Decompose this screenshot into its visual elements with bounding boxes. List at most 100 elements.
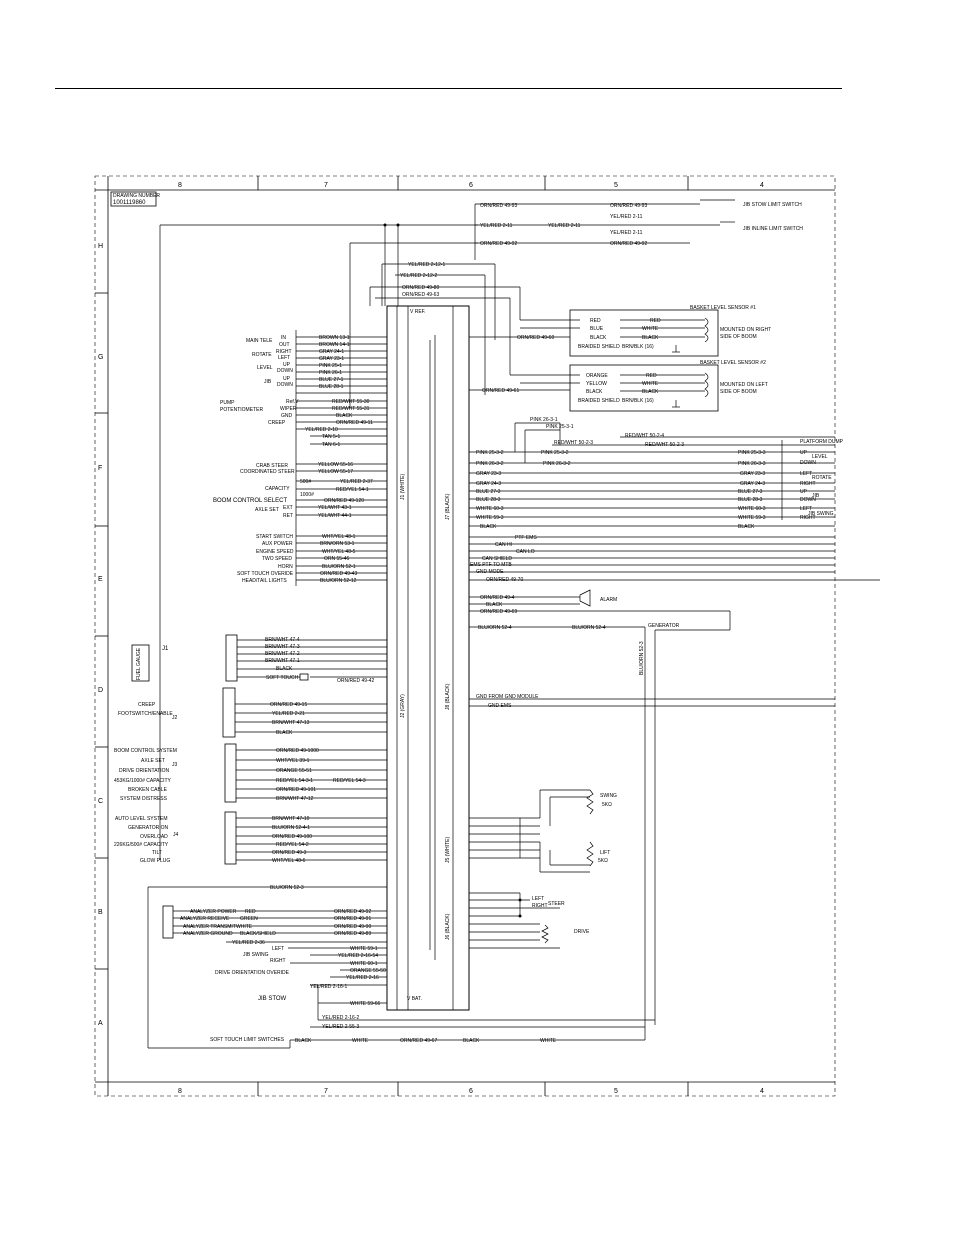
sensor1-mount: MOUNTED ON RIGHT xyxy=(720,327,771,333)
wire-label: WHT/YEL 39-1 xyxy=(276,758,310,764)
j1-group-label: CAPACITY xyxy=(265,486,290,492)
wire-label: PINK 25-3-2 xyxy=(541,450,569,456)
direction-label: RIGHT xyxy=(800,515,816,521)
analyzer-color: GREEN xyxy=(240,916,258,922)
can-label: EMS PTF TO MTB xyxy=(470,562,512,568)
wire-label: RED xyxy=(650,318,661,324)
j1-sub-label: EXT xyxy=(283,505,293,511)
wire-label: WHT/YEL 48-1 xyxy=(322,534,356,540)
j1-sub-label: RET xyxy=(283,513,293,519)
wire-label: YEL/RED 2-55-3 xyxy=(322,1024,359,1030)
row-label: C xyxy=(98,798,103,805)
j7-connector-label: J7 (BLACK) xyxy=(445,493,451,520)
wire-label: YEL/RED 2-11 xyxy=(610,230,643,236)
wire-label: BRN/WHT 47-1 xyxy=(265,658,300,664)
wire-label: ORN/RED 49-90 xyxy=(334,924,371,930)
wire-label: BROWN 13-1 xyxy=(319,335,350,341)
wire-label: WHITE 60-3 xyxy=(476,506,504,512)
wire-label: WHITE 59-66 xyxy=(350,1001,381,1007)
wire-label: TAN 6-1 xyxy=(322,442,340,448)
wire-label: BRN/BLK (16) xyxy=(622,398,654,404)
wire-label: BLUE 27-3 xyxy=(738,489,763,495)
lift-label: LIFT xyxy=(600,850,610,856)
j3-function-label: BROKEN CABLE xyxy=(128,787,168,793)
wire-label: WHITE 59-3 xyxy=(476,515,504,521)
wire-label: WHITE 60-3 xyxy=(738,506,766,512)
swing-label: SWING xyxy=(600,793,617,799)
wire-label: BRN/WHT 47-2 xyxy=(265,651,300,657)
j1-group-label: TWO SPEED xyxy=(262,556,292,562)
j1-ext-label: J1 xyxy=(162,646,169,652)
wire-label: RED/WHT 55-31 xyxy=(332,406,370,412)
basket-sensors xyxy=(469,309,719,412)
wire-label: PINK 26-3-3 xyxy=(738,461,766,467)
wire-label: ORN/RED 49-67 xyxy=(400,1038,437,1044)
wire-label: ORN/RED 49-93 xyxy=(610,203,647,209)
wire-label: ORN/RED 49-92 xyxy=(480,241,517,247)
function-label: ROTATE xyxy=(812,475,832,481)
wire-label: BLACK xyxy=(295,1038,312,1044)
wire-label: BROWN 14-1 xyxy=(319,342,350,348)
can-label: PTF EMS xyxy=(515,535,537,541)
steer-drive xyxy=(469,892,560,949)
can-label: CAN SHIELD xyxy=(482,556,512,562)
j2-connector-label: J2 (GRAY) xyxy=(400,694,406,718)
col-label-bottom: 8 xyxy=(178,1088,182,1095)
can-label: CAN HI xyxy=(495,542,512,548)
sensor1-title: BASKET LEVEL SENSOR #1 xyxy=(690,305,756,311)
direction-label: RIGHT xyxy=(800,481,816,487)
j1-sub-label: GND xyxy=(281,413,293,419)
wire-label: GRAY 24-1 xyxy=(319,349,344,355)
wire-label: YEL/RED 2-16-54 xyxy=(338,953,378,959)
wire-label: RED xyxy=(590,318,601,324)
wire-label: PINK 26-3-1 xyxy=(530,417,558,423)
wire-label: GRAY 23-3 xyxy=(740,471,765,477)
creep-sub-label: FOOTSWITCH/ENABLE xyxy=(118,711,173,717)
j1-group-label: MAIN TELE xyxy=(246,338,273,344)
wire-label: ORN/RED 49-61 xyxy=(482,388,519,394)
function-label: JIB xyxy=(812,493,820,499)
wire-label: RED xyxy=(646,373,657,379)
analyzer-label: ANALYZER GROUND xyxy=(183,931,233,937)
wire-label: PINK 26-1 xyxy=(319,370,342,376)
wire-label: GRAY 24-3 xyxy=(476,481,501,487)
wire-label: BLU/ORN 52-4-1 xyxy=(272,825,310,831)
wire-label: ORN/RED 49-93 xyxy=(480,203,517,209)
gnd-label: GND EMS xyxy=(488,703,512,709)
soft-touch-limit-label: SOFT TOUCH LIMIT SWITCHES xyxy=(210,1037,285,1043)
wire-label: BLACK xyxy=(276,666,293,672)
wire-label: ORN/RED 49-69 xyxy=(480,609,517,615)
j4-ext-label: J4 xyxy=(173,832,179,838)
wire-label: RED/WHT 50-2-3 xyxy=(645,442,684,448)
row-label: A xyxy=(98,1020,103,1027)
wire-label: ORN/RED 49-1000 xyxy=(276,748,319,754)
can-wiring xyxy=(469,536,835,581)
wire-label: GRAY 23-3 xyxy=(476,471,501,477)
wire-label: ORN/RED 49-92 xyxy=(610,241,647,247)
wire-label: WHITE xyxy=(642,381,659,387)
wire-label: BLACK xyxy=(486,602,503,608)
wire-label: BLUE xyxy=(590,326,604,332)
j4-connector xyxy=(224,811,387,865)
j3-function-label: 453KG/1000# CAPACITY xyxy=(114,778,172,784)
generator-label: GENERATOR xyxy=(648,623,680,629)
col-label-bottom: 4 xyxy=(760,1088,764,1095)
drawing-number-label: DRAWING NUMBER xyxy=(113,193,160,199)
jib-stow-label: JIB STOW xyxy=(258,996,287,1002)
j1-sub-label: DOWN xyxy=(277,368,293,374)
wire-label: ORN/RED 49-92 xyxy=(334,909,371,915)
j1-group-label: POTENTIOMETER xyxy=(220,407,263,413)
wire-label: BLUE 28-3 xyxy=(738,497,763,503)
wire-label: WHITE 59-1 xyxy=(350,946,378,952)
wire-label: YEL/RED 2-10 xyxy=(305,427,338,433)
wire-label: ORANGE 55-50 xyxy=(350,968,386,974)
wire-label: ORN/RED 49-3 xyxy=(272,850,307,856)
soft-touch-label: SOFT TOUCH xyxy=(266,675,299,681)
j3-ext-label: J3 xyxy=(172,762,178,768)
wire-label: YEL/RED 2-11 xyxy=(480,223,513,229)
j1-sub-label: UP xyxy=(283,362,291,368)
j4-function-label: 226KG/500# CAPACITY xyxy=(114,842,169,848)
j1-sub-label: LEFT xyxy=(278,355,290,361)
wire-label: BLACK xyxy=(480,524,497,530)
row-label: F xyxy=(98,465,102,472)
